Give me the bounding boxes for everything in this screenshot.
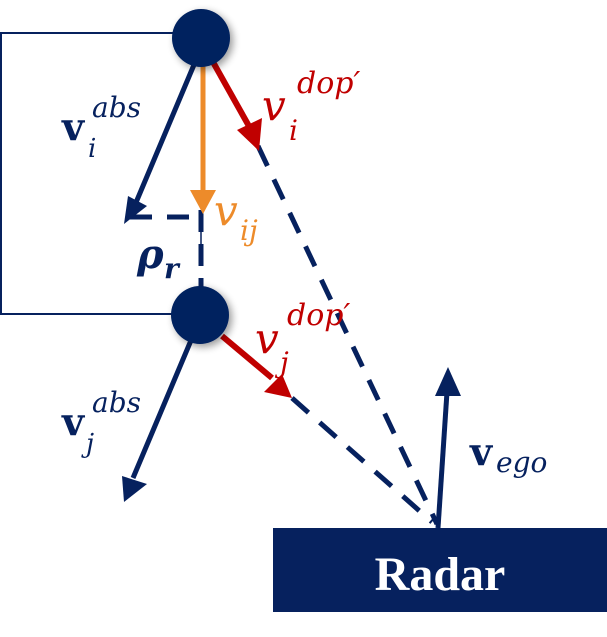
svg-text:dop′: dop′ [287,298,350,333]
los-line-j [290,396,434,524]
label-v-ego: v ego [469,429,547,479]
label-rho-r: ρ r [136,231,181,285]
label-vi-dop: v i dop′ [262,66,360,147]
svg-text:ego: ego [496,446,547,479]
svg-text:v: v [61,104,86,149]
svg-text:v: v [255,314,279,363]
svg-text:v: v [262,81,286,130]
los-line-i [255,144,440,526]
vj-dop-arrowhead-icon [264,374,292,398]
svg-text:dop′: dop′ [297,66,360,101]
label-vi-abs: v i abs [61,91,141,164]
vj-abs-arrowhead-icon [122,476,147,502]
svg-text:ρ: ρ [136,231,164,278]
svg-text:ij: ij [240,214,258,247]
node-j [171,286,229,344]
svg-text:abs: abs [92,386,141,419]
vi-dop-arrowhead-icon [237,118,262,151]
label-vij: v ij [214,186,258,247]
vij-arrowhead-icon [190,190,216,214]
vi-abs-arrow [129,59,199,214]
svg-text:v: v [61,399,86,444]
vi-abs-arrowhead-icon [124,196,147,224]
svg-text:v: v [469,429,494,474]
vi-dop-arrow [210,60,253,130]
svg-text:abs: abs [92,91,141,124]
label-vj-dop: v j dop′ [255,298,350,379]
radar-box [273,528,607,612]
node-i [172,9,230,67]
svg-text:r: r [164,252,181,285]
vj-dop-arrow [220,333,274,381]
svg-text:i: i [88,134,96,164]
v-ego-arrowhead-icon [435,367,461,396]
bracket-frame [0,32,200,315]
label-vj-abs: v j abs [61,386,141,459]
svg-text:i: i [289,114,298,147]
vj-abs-arrow [130,337,195,479]
v-ego-arrow [435,391,450,529]
svg-text:v: v [214,186,238,235]
radar-label: Radar [375,548,506,601]
